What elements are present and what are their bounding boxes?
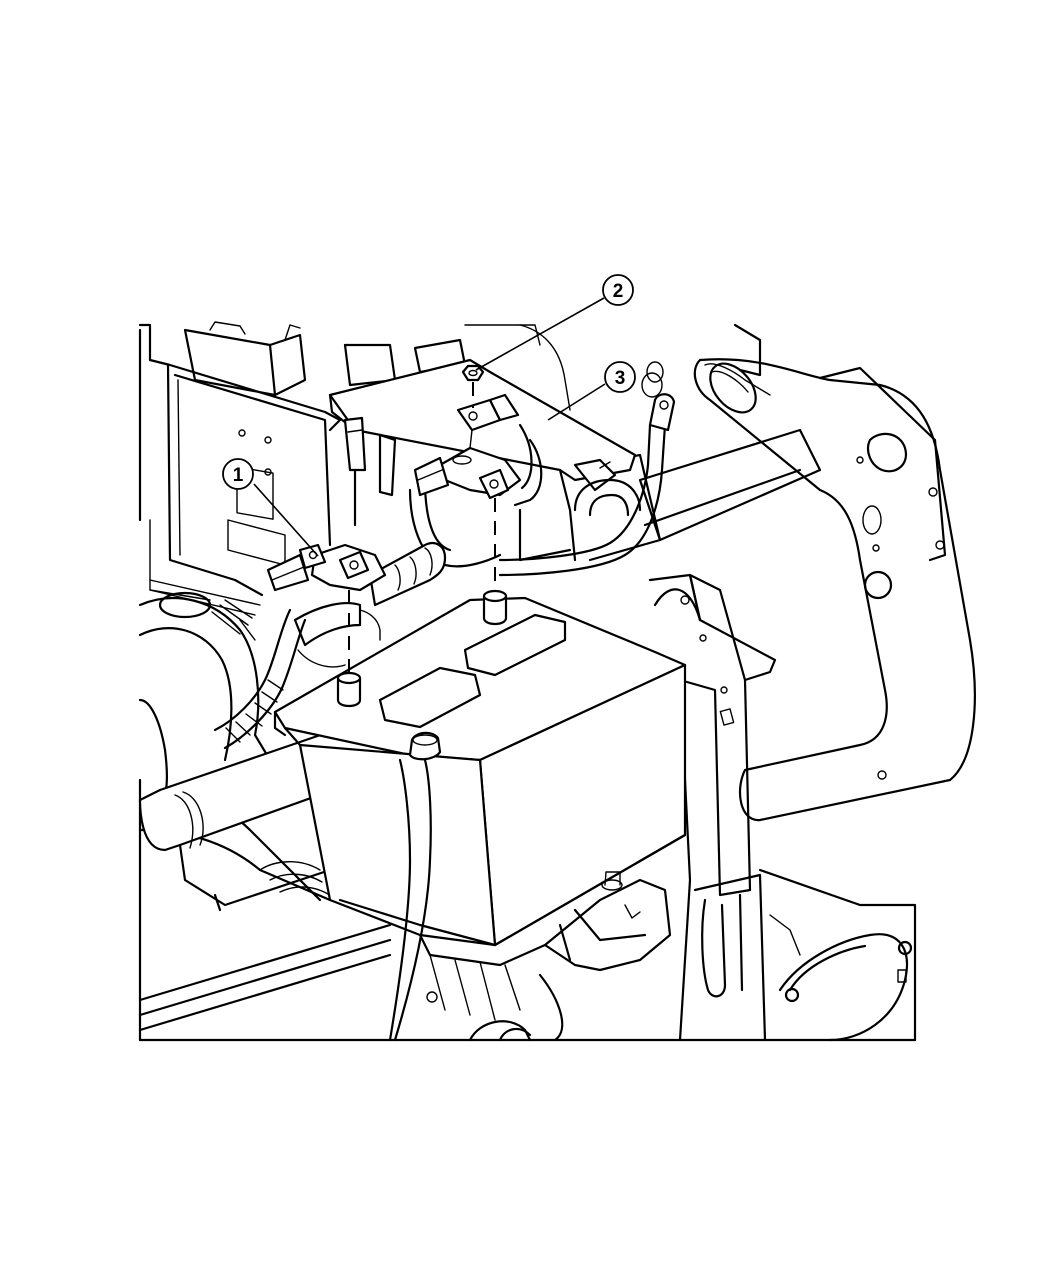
lower-right-plate xyxy=(758,868,917,1042)
positive-terminal-post xyxy=(482,589,508,626)
battery xyxy=(273,589,687,1021)
positive-cable-terminal xyxy=(413,393,522,500)
assembly-guide-lines xyxy=(348,382,496,672)
callout-2-label: 2 xyxy=(613,281,624,302)
battery-cable-main xyxy=(388,731,442,1042)
callout-1-label: 1 xyxy=(233,465,244,486)
callout-3: 3 xyxy=(547,361,636,421)
floor-rails xyxy=(138,923,917,1042)
ground-cable xyxy=(498,361,676,577)
battery-tray-bracket xyxy=(426,871,672,1042)
negative-cable xyxy=(213,542,447,750)
callout-3-label: 3 xyxy=(615,368,626,389)
negative-terminal-post xyxy=(336,671,362,708)
callout-2: 2 xyxy=(475,274,634,371)
frame-rail-assembly xyxy=(558,323,976,822)
callout-1: 1 xyxy=(222,458,319,557)
